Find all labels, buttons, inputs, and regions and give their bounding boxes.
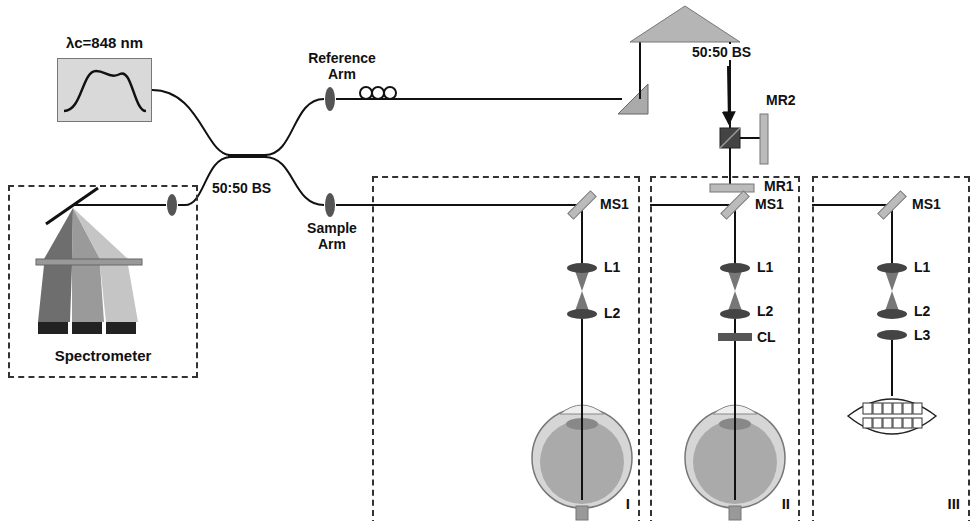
part-label: L2 (912, 303, 932, 319)
lens (567, 309, 597, 319)
tooth (883, 403, 892, 414)
part-label: MS1 (598, 196, 631, 212)
polarization-loop (384, 87, 396, 99)
spectrum-plot (58, 59, 150, 120)
optical-fiber (650, 204, 735, 206)
dispersed-beam (38, 265, 72, 322)
wavelength-heading: λc=848 nm (66, 34, 143, 51)
part-label: 50:50 BS (210, 180, 273, 196)
part-label: Reference Arm (300, 50, 384, 82)
line-camera-pixel (106, 322, 136, 334)
tooth (903, 403, 912, 414)
collimator-lens (325, 193, 335, 217)
part-label: Sample Arm (292, 220, 372, 252)
collimator-lens (325, 87, 335, 111)
panel-numeral: I (626, 495, 630, 512)
beam (891, 340, 893, 396)
optic-nerve (576, 506, 588, 520)
optical-fiber (812, 204, 892, 206)
dashed-panel: II (650, 176, 800, 521)
prism-mirror (618, 84, 648, 114)
beam (734, 205, 736, 263)
scanning-mirror (721, 191, 749, 219)
beam (639, 42, 641, 99)
optical-fiber (265, 157, 324, 205)
dashed-panel: III (812, 176, 970, 521)
scanning-mirror (878, 191, 906, 219)
beam (729, 148, 731, 184)
beam (73, 204, 166, 206)
optical-fiber (152, 90, 230, 155)
retro-prism (630, 6, 740, 42)
lens (567, 263, 597, 273)
beam (734, 341, 736, 500)
line-camera-pixel (72, 322, 102, 334)
light-source-box: λc=848 nm (57, 58, 152, 122)
mouth (848, 399, 936, 434)
dispersed-beam (44, 208, 73, 259)
dashed-panel: I (372, 176, 640, 521)
spectrometer-lens (167, 194, 177, 216)
fiber-coupler (228, 154, 267, 158)
mirror-mr1 (710, 184, 754, 192)
part-label: MR2 (764, 92, 798, 108)
tooth (873, 403, 882, 414)
dashed-panel: Spectrometer (8, 185, 198, 378)
tooth (893, 418, 902, 428)
beam (734, 319, 736, 333)
polarization-loop (372, 87, 384, 99)
line-camera-pixel (38, 322, 68, 334)
part-label: L1 (602, 259, 622, 275)
pointer-arrow (728, 66, 729, 124)
panel-title: Spectrometer (55, 347, 152, 364)
part-label: L1 (912, 259, 932, 275)
lens (720, 309, 750, 319)
beam (891, 205, 893, 263)
polarization-loop (360, 87, 372, 99)
tooth (893, 403, 902, 414)
scanning-mirror (568, 191, 596, 219)
panel-numeral: II (782, 495, 790, 512)
part-label: L2 (755, 303, 775, 319)
dispersed-beam (72, 265, 104, 322)
dispersed-beam (73, 208, 128, 259)
lens (720, 263, 750, 273)
beam (581, 205, 583, 263)
mirror-mr2 (760, 114, 768, 164)
lens (877, 330, 907, 340)
tooth (883, 418, 892, 428)
lens (877, 309, 907, 319)
part-label: 50:50 BS (690, 44, 753, 60)
tooth (863, 418, 872, 428)
dispersed-beam (100, 265, 138, 322)
tooth (873, 418, 882, 428)
optical-fiber (265, 99, 324, 155)
tooth (903, 418, 912, 428)
tooth (863, 403, 872, 414)
part-label: L3 (912, 327, 932, 343)
part-label: CL (755, 329, 778, 345)
beam-splitter-diagonal (720, 128, 740, 148)
contact-lens (718, 333, 752, 341)
optic-nerve (729, 506, 741, 520)
beam-splitter-cube (720, 128, 740, 148)
part-label: MR1 (762, 178, 796, 194)
beam (581, 319, 583, 500)
part-label: MS1 (753, 196, 786, 212)
part-label: L1 (755, 259, 775, 275)
part-label: MS1 (910, 196, 943, 212)
panel-numeral: III (947, 495, 960, 512)
part-label: L2 (602, 305, 622, 321)
beam (740, 137, 760, 139)
spectrum-curve (64, 71, 146, 111)
focusing-lens (36, 259, 142, 265)
lens (877, 263, 907, 273)
tooth (913, 403, 922, 414)
tooth (913, 418, 922, 428)
